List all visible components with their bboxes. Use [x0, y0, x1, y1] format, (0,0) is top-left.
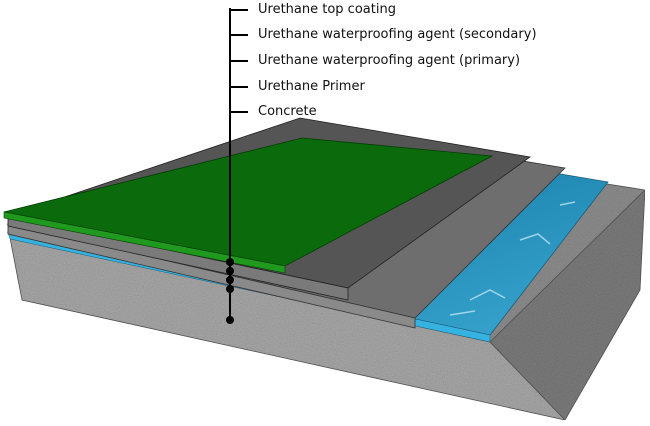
- marker-top-coating: [226, 258, 234, 266]
- marker-primer: [226, 285, 234, 293]
- label-concrete: Concrete: [258, 104, 317, 119]
- marker-primary: [226, 276, 234, 284]
- label-primer: Urethane Primer: [258, 79, 365, 94]
- top-coating-layer: [3, 137, 494, 274]
- marker-concrete: [226, 316, 234, 324]
- label-top-coating: Urethane top coating: [258, 2, 396, 17]
- leader-lines: [226, 8, 248, 324]
- marker-secondary: [226, 267, 234, 275]
- label-primary-agent: Urethane waterproofing agent (primary): [258, 53, 521, 68]
- label-secondary-agent: Urethane waterproofing agent (secondary): [258, 27, 537, 42]
